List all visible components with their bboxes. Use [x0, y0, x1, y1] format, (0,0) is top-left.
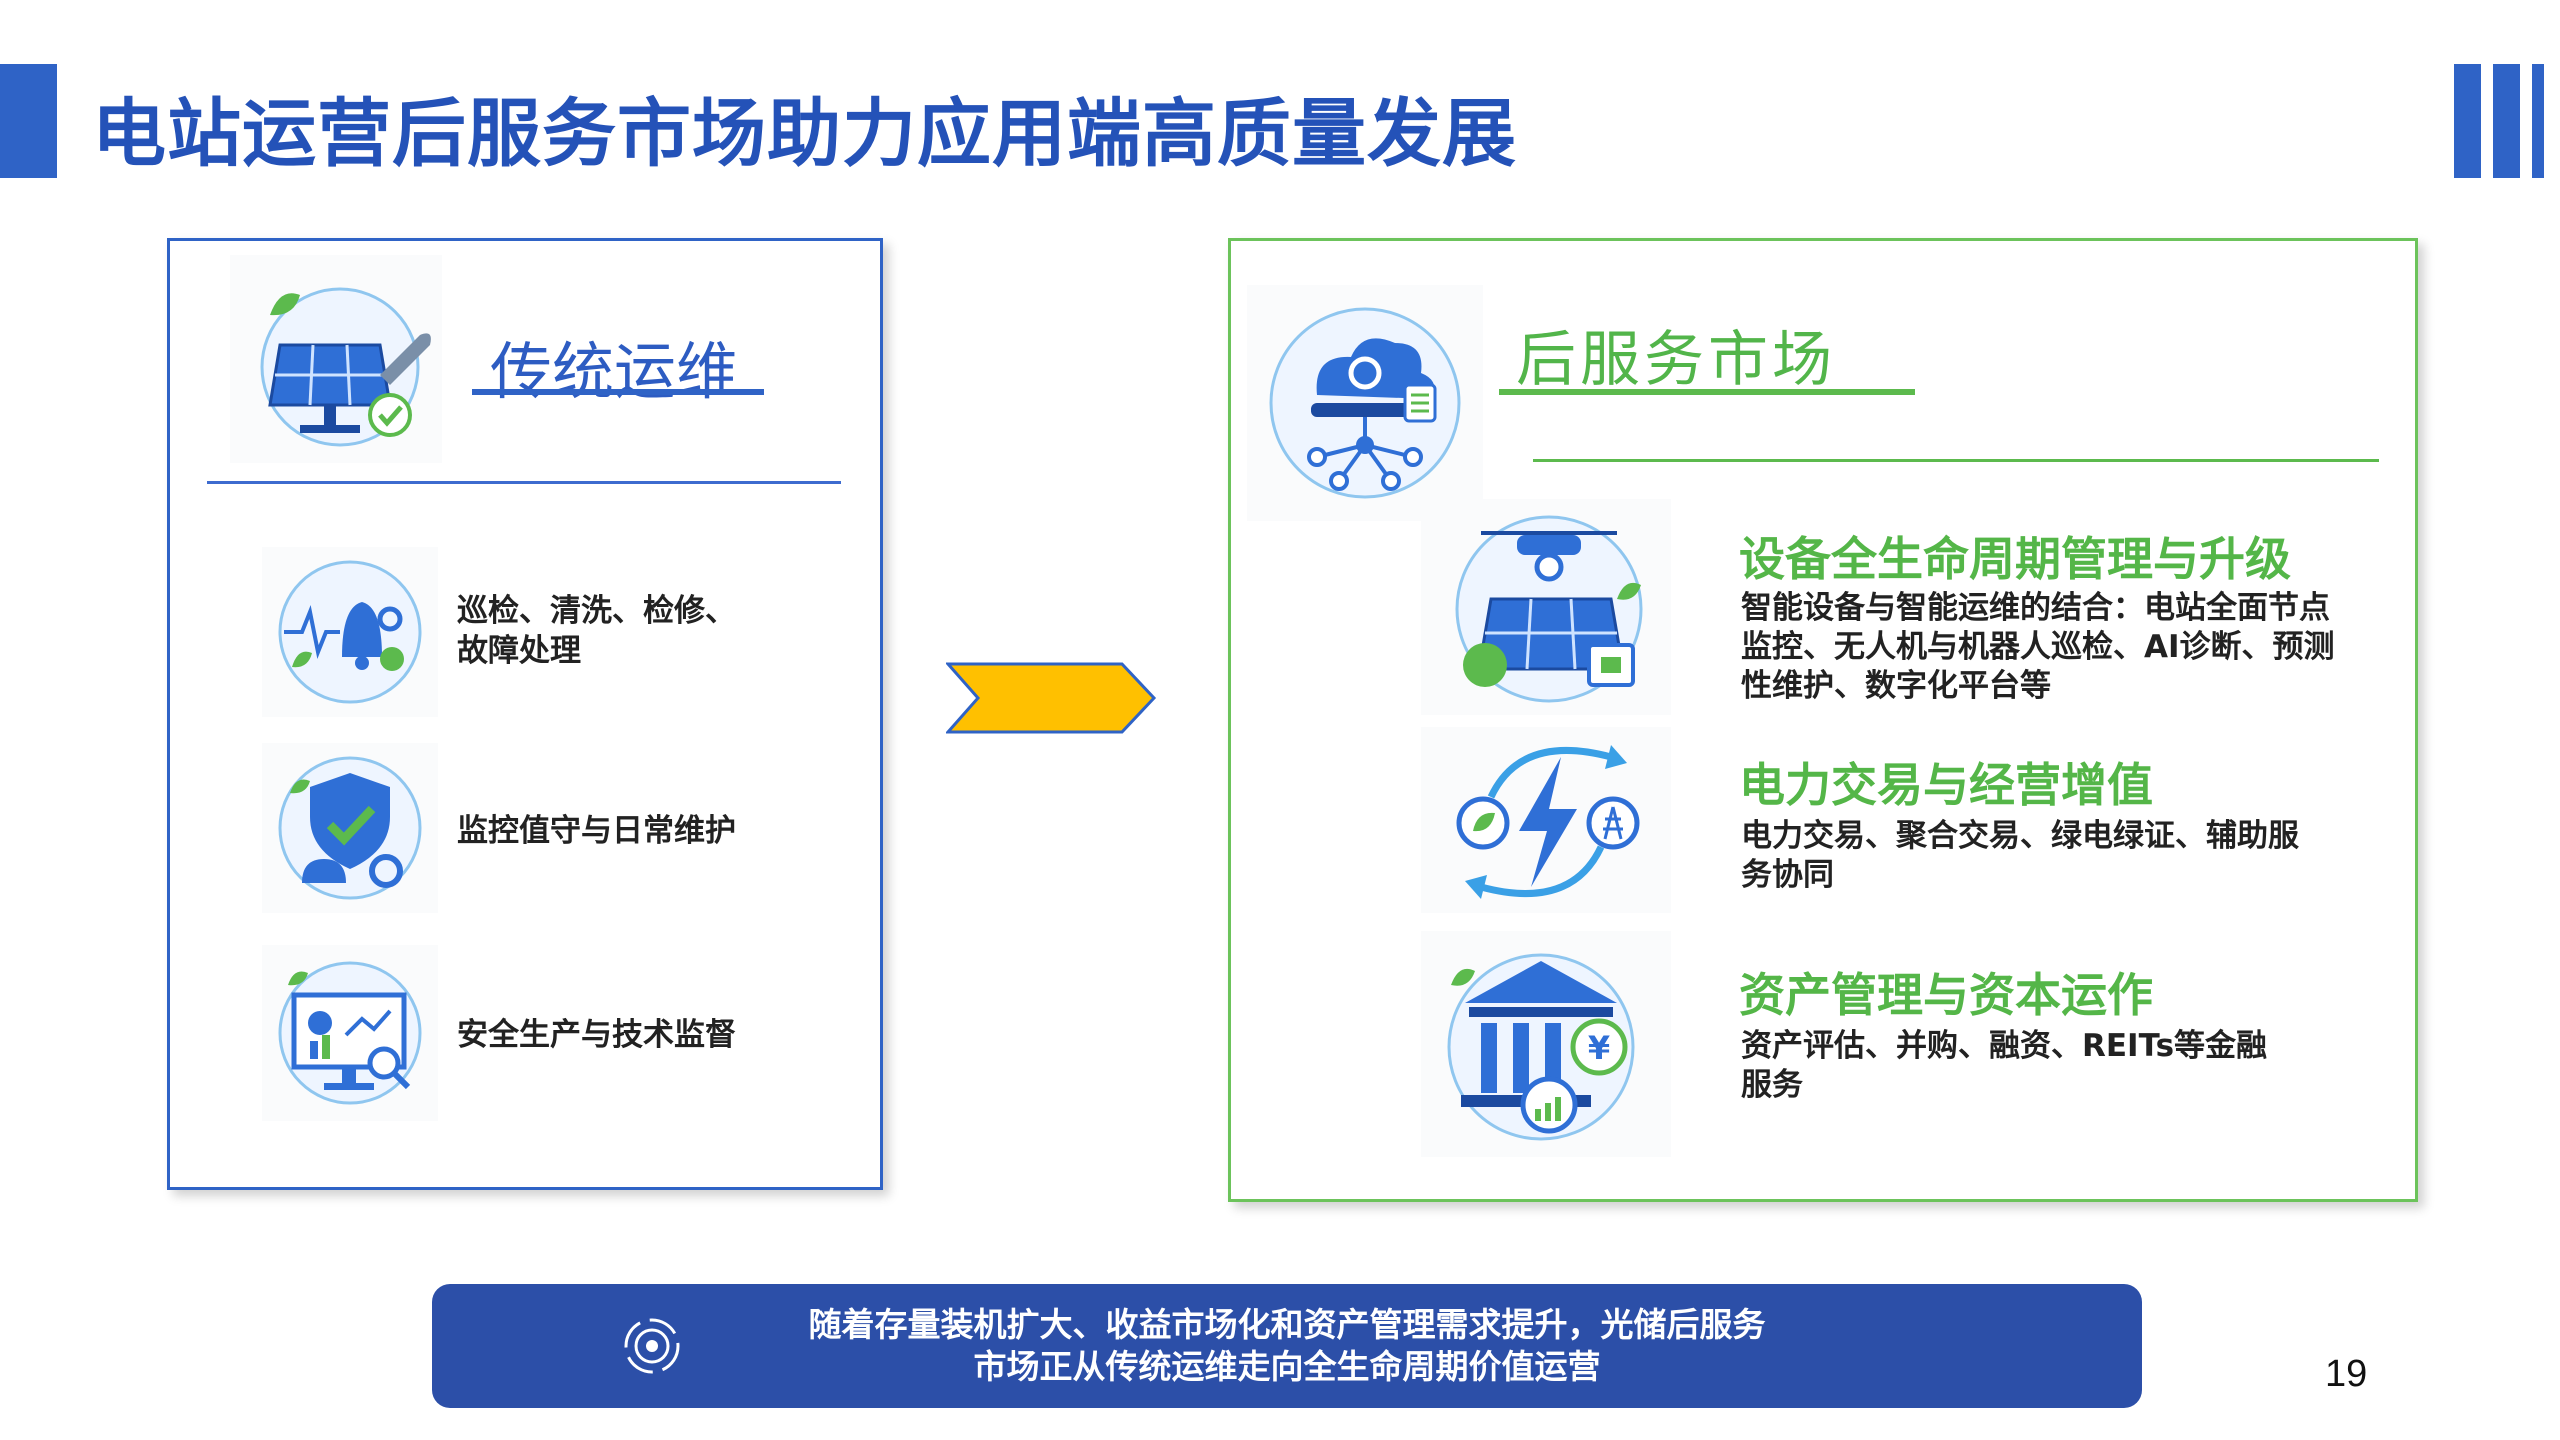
- lifecycle-management-title: 设备全生命周期管理与升级: [1739, 532, 2291, 586]
- after-service-heading: 后服务市场: [1516, 325, 1836, 395]
- shield-check-icon: [262, 743, 438, 913]
- drone-solar-icon: [1421, 499, 1671, 715]
- summary-line-1: 随着存量装机扩大、收益市场化和资产管理需求提升，光储后服务: [808, 1305, 1766, 1344]
- summary-line-2: 市场正从传统运维走向全生命周期价值运营: [973, 1347, 1601, 1386]
- chevron-arrow-icon: [946, 662, 1157, 734]
- power-trading-desc: 电力交易、聚合交易、绿电绿证、辅助服务协同: [1741, 818, 2299, 893]
- heading-underline: [472, 389, 764, 395]
- asset-management-desc: 资产评估、并购、融资、REITs等金融服务: [1741, 1028, 2268, 1103]
- left-item-inspection: 巡检、清洗、检修、 故障处理: [457, 591, 736, 671]
- page-title: 电站运营后服务市场助力应用端高质量发展: [92, 91, 1517, 177]
- traditional-om-heading: 传统运维: [490, 335, 739, 408]
- target-icon: [624, 1318, 680, 1374]
- energy-cycle-icon: [1421, 727, 1671, 913]
- left-item-inspection-label: 巡检、清洗、检修、 故障处理: [457, 593, 736, 669]
- cloud-network-icon: [1247, 285, 1483, 521]
- panel-divider: [207, 481, 841, 484]
- inspection-alarm-icon: [262, 547, 438, 717]
- summary-text: 随着存量装机扩大、收益市场化和资产管理需求提升，光储后服务 市场正从传统运维走向…: [432, 1304, 2142, 1388]
- lifecycle-management-desc: 智能设备与智能运维的结合：电站全面节点监控、无人机与机器人巡检、AI诊断、预测性…: [1741, 590, 2335, 704]
- page-number: 19: [2325, 1353, 2368, 1395]
- svg-text:¥: ¥: [1588, 1029, 1610, 1067]
- left-item-monitoring-label: 监控值守与日常维护: [457, 813, 736, 849]
- traditional-om-panel: 传统运维 巡检、清洗、检修、 故障处理 监控值守与日常维护: [167, 238, 883, 1190]
- title-accent-bar: [0, 64, 57, 178]
- bank-finance-icon: ¥: [1421, 931, 1671, 1157]
- asset-management-title: 资产管理与资本运作: [1739, 968, 2153, 1022]
- heading-underline: [1499, 389, 1915, 395]
- after-service-market-panel: 后服务市场 设备全生命周期管理与升级 智能设备与智能运维的结合：电站全面节点监控…: [1228, 238, 2418, 1202]
- power-trading-title: 电力交易与经营增值: [1739, 758, 2153, 812]
- left-item-safety-label: 安全生产与技术监督: [457, 1017, 736, 1053]
- solar-wrench-icon: [230, 255, 442, 463]
- monitor-analytics-icon: [262, 945, 438, 1121]
- left-item-monitoring: 监控值守与日常维护: [457, 811, 736, 851]
- panel-divider: [1533, 459, 2379, 462]
- title-stripes-decoration: [2454, 64, 2560, 178]
- summary-banner: 随着存量装机扩大、收益市场化和资产管理需求提升，光储后服务 市场正从传统运维走向…: [432, 1284, 2142, 1408]
- left-item-safety: 安全生产与技术监督: [457, 1015, 736, 1055]
